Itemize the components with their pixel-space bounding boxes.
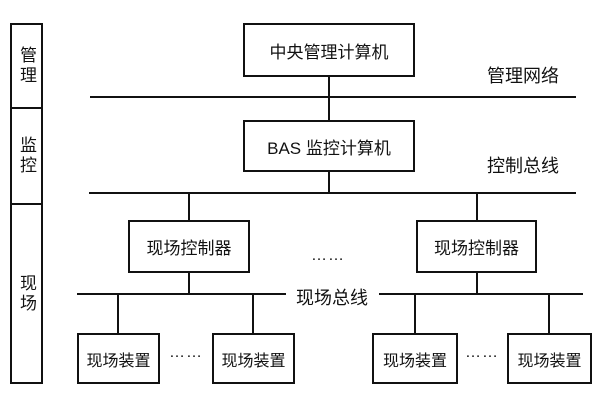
hierarchy-level-bar: 管理 监控 现场 <box>10 23 43 384</box>
field-controller-left-node: 现场控制器 <box>128 220 250 273</box>
connector-right-controller-to-field-bus <box>476 273 478 294</box>
connector-central-to-mgmt-bus <box>328 77 330 97</box>
level-label-management: 管理 <box>12 25 41 109</box>
devices-ellipsis-left: …… <box>169 344 203 361</box>
field-bus-label: 现场总线 <box>296 288 368 308</box>
connector-mgmt-bus-to-bas <box>328 98 330 120</box>
connector-field-bus-to-device-2 <box>252 295 254 333</box>
connector-bus-to-right-controller <box>476 194 478 220</box>
devices-ellipsis-right: …… <box>465 344 499 361</box>
field-device-4-node: 现场装置 <box>507 333 592 384</box>
bas-supervisory-computer-node: BAS 监控计算机 <box>243 120 415 172</box>
field-device-2-node: 现场装置 <box>212 333 295 384</box>
field-bus-right-line <box>379 293 583 295</box>
central-management-computer-node: 中央管理计算机 <box>243 23 415 77</box>
level-label-field: 现场 <box>17 273 36 314</box>
connector-left-controller-to-field-bus <box>188 273 190 294</box>
control-bus-line <box>89 192 576 194</box>
connector-field-bus-to-device-3 <box>414 295 416 333</box>
field-bus-left-line <box>77 293 286 295</box>
connector-bas-to-control-bus <box>328 172 330 193</box>
level-label-supervision: 监控 <box>12 109 41 205</box>
management-network-line <box>90 96 576 98</box>
field-controller-right-node: 现场控制器 <box>416 220 537 273</box>
connector-field-bus-to-device-4 <box>548 295 550 333</box>
connector-field-bus-to-device-1 <box>117 295 119 333</box>
connector-bus-to-left-controller <box>188 194 190 220</box>
management-network-label: 管理网络 <box>487 66 559 86</box>
field-device-3-node: 现场装置 <box>372 333 458 384</box>
controllers-ellipsis: …… <box>311 247 345 264</box>
control-bus-label: 控制总线 <box>487 156 559 176</box>
field-device-1-node: 现场装置 <box>77 333 160 384</box>
